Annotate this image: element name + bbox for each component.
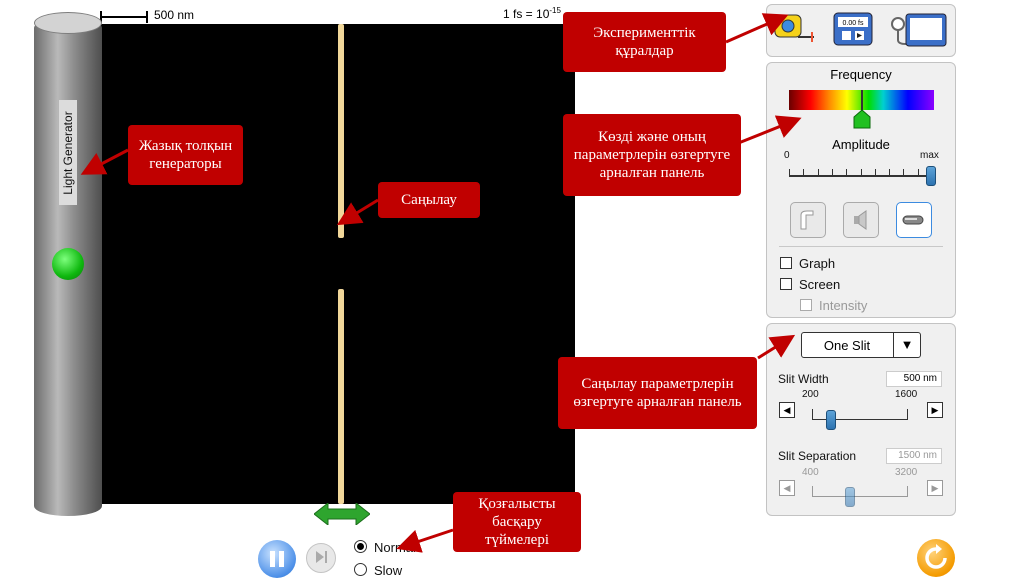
slit-separation-tick-max: [907, 486, 908, 496]
generator-label: Light Generator: [59, 100, 77, 205]
graph-label: Graph: [799, 256, 836, 271]
source-divider: [779, 246, 943, 247]
slit-separation-label: Slit Separation: [778, 449, 857, 463]
speed-normal-label: Normal: [374, 540, 416, 555]
barrier-lower[interactable]: [338, 289, 344, 504]
slit-width-label: Slit Width: [778, 372, 829, 386]
reset-button[interactable]: [917, 539, 955, 577]
slit-width-tick-min: [812, 409, 813, 419]
scale-line: [100, 11, 148, 23]
slit-separation-track: [812, 496, 908, 497]
amplitude-tick: [889, 169, 891, 175]
slit-width-tick-max: [907, 409, 908, 419]
dropdown-arrow-icon[interactable]: ▼: [893, 333, 920, 357]
callout-generator: Жазық толқын генераторы: [128, 125, 243, 185]
wave-detector-icon[interactable]: [888, 10, 950, 50]
intensity-checkbox: Intensity: [800, 298, 867, 313]
slit-separation-tick-min: [812, 486, 813, 496]
speed-slow-label: Slow: [374, 563, 403, 578]
step-icon: [316, 551, 327, 563]
amplitude-title: Amplitude: [832, 137, 890, 152]
slit-width-min: 200: [802, 389, 819, 400]
amplitude-tick: [874, 169, 876, 175]
amplitude-tick: [917, 169, 919, 175]
generator-on-button[interactable]: [52, 248, 84, 280]
intensity-label: Intensity: [819, 298, 868, 313]
amplitude-tick: [860, 169, 862, 175]
callout-tools: Эксперименттік құралдар: [563, 12, 726, 72]
slit-separation-decrease-button: ◀: [779, 480, 795, 496]
screen-checkbox[interactable]: Screen: [780, 277, 840, 292]
amplitude-thumb[interactable]: [926, 166, 936, 186]
slit-separation-increase-button: ▶: [927, 480, 943, 496]
slit-type-value: One Slit: [823, 338, 871, 353]
amplitude-tick: [831, 169, 833, 175]
generator-top: [34, 12, 102, 34]
slit-width-value: 500 nm: [886, 371, 942, 387]
frequency-indicator-line: [861, 90, 863, 112]
slit-width-thumb[interactable]: [826, 410, 836, 430]
callout-controls: Қозғалысты басқару түймелері: [453, 492, 581, 552]
amplitude-min-label: 0: [784, 150, 790, 161]
frequency-thumb[interactable]: [853, 109, 871, 129]
time-label-text: 1 fs = 10: [503, 7, 550, 21]
faucet-icon: [800, 210, 814, 230]
intensity-box: [800, 299, 812, 311]
reset-icon: [925, 544, 947, 569]
sound-source-button[interactable]: [843, 202, 879, 238]
time-label-exponent: -15: [549, 6, 561, 15]
slit-width-decrease-button[interactable]: ◀: [779, 402, 795, 418]
slit-type-select[interactable]: One Slit ▼: [801, 332, 921, 358]
frequency-title: Frequency: [830, 67, 892, 82]
callout-slit: Саңылау: [378, 182, 480, 218]
graph-checkbox[interactable]: Graph: [780, 256, 835, 271]
speed-slow-radio[interactable]: [354, 563, 367, 576]
slit-width-increase-button[interactable]: ▶: [927, 402, 943, 418]
pause-button[interactable]: [258, 540, 296, 578]
speed-normal-radio[interactable]: [354, 540, 367, 553]
slit-separation-value: 1500 nm: [886, 448, 942, 464]
time-label: 1 fs = 10-15: [503, 6, 561, 21]
callout-source-panel: Көзді және оның параметрлерін өзгертуге …: [563, 114, 741, 196]
slit-separation-max: 3200: [895, 467, 918, 478]
speed-normal-option[interactable]: Normal: [354, 540, 416, 555]
slit-width-track: [812, 419, 908, 420]
light-source-button[interactable]: [896, 202, 932, 238]
slit-separation-min: 400: [802, 467, 819, 478]
amplitude-track: [789, 175, 933, 177]
speed-slow-option[interactable]: Slow: [354, 563, 402, 578]
amplitude-tick: [903, 169, 905, 175]
screen-label: Screen: [799, 277, 841, 292]
svg-text:0.00 fs: 0.00 fs: [842, 20, 864, 27]
amplitude-tick: [846, 169, 848, 175]
amplitude-tick: [817, 169, 819, 175]
slit-separation-thumb: [845, 487, 855, 507]
stopwatch-icon[interactable]: 0.00 fs: [830, 10, 876, 50]
water-source-button[interactable]: [790, 202, 826, 238]
tape-measure-icon[interactable]: [772, 10, 818, 50]
speaker-icon: [854, 210, 867, 230]
generator-label-text: Light Generator: [61, 110, 75, 195]
slit-width-max: 1600: [895, 389, 918, 400]
laser-icon: [902, 215, 924, 225]
scale-label: 500 nm: [154, 8, 195, 22]
callout-slit-panel: Саңылау параметрлерін өзгертуге арналған…: [558, 357, 757, 429]
wave-area: [100, 24, 575, 504]
amplitude-max-label: max: [920, 150, 939, 161]
amplitude-tick: [789, 169, 790, 175]
barrier-upper[interactable]: [338, 24, 344, 238]
screen-box[interactable]: [780, 278, 792, 290]
amplitude-tick: [803, 169, 805, 175]
graph-box[interactable]: [780, 257, 792, 269]
barrier-drag-arrow-icon[interactable]: [314, 503, 370, 525]
step-button[interactable]: [306, 543, 336, 573]
